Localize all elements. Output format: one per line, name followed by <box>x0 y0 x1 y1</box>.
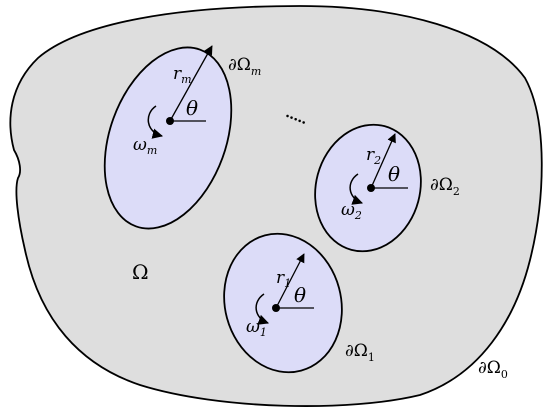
hole-m: rm θ ωm ∂Ωm <box>103 45 261 230</box>
hole-m-radius <box>169 45 213 122</box>
hole-m-omega-label: ωm <box>133 135 157 157</box>
hole-2: r2 θ ω2 ∂Ω2 <box>314 123 460 253</box>
hole-m-center <box>166 117 174 125</box>
hole-1-r-label: r1 <box>276 268 291 290</box>
hole-2-r-label: r2 <box>366 145 381 167</box>
hole-1-omega-label: ω1 <box>246 317 267 339</box>
hole-2-center <box>367 184 375 192</box>
hole-1-rotation-arrow <box>255 293 269 325</box>
hole-1: r1 θ ω1 ∂Ω1 <box>223 232 375 374</box>
hole-2-radius <box>370 133 396 189</box>
hole-2-theta-label: θ <box>388 162 400 186</box>
hole-1-center <box>272 304 280 312</box>
hole-m-boundary-label: ∂Ωm <box>228 55 261 78</box>
hole-2-rotation-arrow <box>349 173 363 205</box>
domain-omega-label: Ω <box>132 260 149 284</box>
hole-1-radius <box>275 253 305 309</box>
hole-m-ellipse <box>103 46 233 230</box>
hole-2-omega-label: ω2 <box>341 200 362 222</box>
hole-m-r-label: rm <box>173 64 192 86</box>
hole-1-theta-label: θ <box>294 283 306 307</box>
outer-boundary-label: ∂Ω0 <box>478 358 508 381</box>
hole-m-theta-label: θ <box>186 96 198 120</box>
hole-2-boundary-label: ∂Ω2 <box>430 175 460 198</box>
hole-1-ellipse <box>223 232 343 374</box>
hole-m-rotation-arrow <box>147 105 164 139</box>
hole-1-boundary-label: ∂Ω1 <box>345 341 375 364</box>
